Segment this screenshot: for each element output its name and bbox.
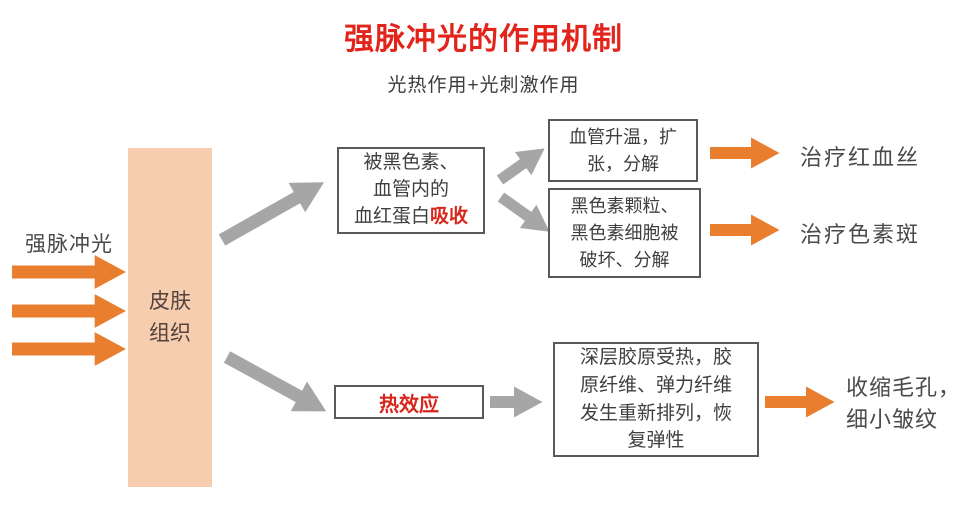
melanin-effect-box: 黑色素颗粒、 黑色素细胞被 破坏、分解 (548, 188, 701, 278)
skin-to-thermal-arrow (223, 351, 327, 412)
page-subtitle: 光热作用+光刺激作用 (387, 75, 580, 96)
vessel-effect-box: 血管升温，扩 张，分解 (548, 119, 698, 182)
page-title: 强脉冲光的作用机制 (344, 23, 623, 56)
absorption-to-melanin-arrow (497, 192, 550, 232)
outcome-pigment-label: 治疗色素斑 (800, 222, 921, 247)
absorption-highlight: 吸收 (430, 205, 469, 227)
collagen-effect-box: 深层胶原受热，胶 原纤维、弹力纤维 发生重新排列，恢 复弹性 (553, 342, 759, 457)
ipl-source-label: 强脉冲光 (25, 233, 113, 256)
absorption-box: 被黑色素、 血管内的 血红蛋白吸收 (337, 147, 485, 234)
skin-tissue-label: 皮肤 组织 (149, 290, 191, 345)
outcome-pores-label: 收缩毛孔， 细小皱纹 (846, 375, 962, 432)
skin-tissue-block: 皮肤 组织 (128, 148, 212, 487)
absorption-to-vessel-arrow (496, 148, 545, 185)
skin-to-absorption-arrow (218, 182, 325, 246)
outcome-redness-label: 治疗红血丝 (800, 145, 921, 170)
thermal-effect-box: 热效应 (334, 385, 484, 419)
